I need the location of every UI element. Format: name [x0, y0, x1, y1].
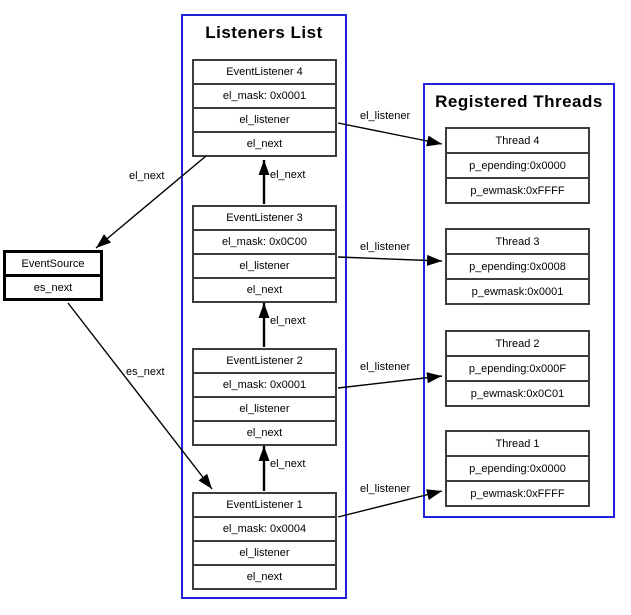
eventlistener-2-next-field: el_next	[194, 420, 335, 444]
listeners-list-title: Listeners List	[205, 23, 323, 42]
eventlistener-4-mask-field: el_mask: 0x0001	[194, 83, 335, 107]
event-source-title: EventSource	[21, 257, 85, 270]
thread-1-title: Thread 1	[495, 437, 540, 450]
thread-1-ewmask-field: p_ewmask:0xFFFF	[447, 480, 588, 505]
edge-label-el4-next: el_next	[129, 170, 165, 182]
thread-3-title: Thread 3	[495, 235, 540, 248]
eventlistener-1-mask-field: el_mask: 0x0004	[194, 516, 335, 540]
eventlistener-4-listener-field: el_listener	[194, 107, 335, 131]
edge-label-el3-next: el_next	[270, 169, 306, 181]
eventlistener-1-listener-field: el_listener	[194, 540, 335, 564]
registered-threads-title: Registered Threads	[435, 92, 603, 111]
thread-3-epending-field: p_epending:0x0008	[447, 253, 588, 278]
edge-label-el2-next: el_next	[270, 315, 306, 327]
thread-4-epending-field: p_epending:0x0000	[447, 152, 588, 177]
thread-4-title: Thread 4	[495, 134, 540, 147]
thread-4-box: Thread 4 p_epending:0x0000 p_ewmask:0xFF…	[445, 127, 590, 204]
eventlistener-3-title: EventListener 3	[226, 212, 303, 224]
edge-label-el3-listener: el_listener	[360, 241, 411, 253]
event-source-box: EventSource es_next	[3, 250, 103, 301]
registered-threads-container: Registered Threads	[423, 83, 615, 518]
eventlistener-1-box: EventListener 1 el_mask: 0x0004 el_liste…	[192, 492, 337, 590]
thread-3-ewmask-field: p_ewmask:0x0001	[447, 278, 588, 303]
thread-1-epending-field: p_epending:0x0000	[447, 455, 588, 480]
thread-2-title: Thread 2	[495, 337, 540, 350]
eventlistener-3-box: EventListener 3 el_mask: 0x0C00 el_liste…	[192, 205, 337, 303]
thread-4-ewmask-field: p_ewmask:0xFFFF	[447, 177, 588, 202]
eventlistener-3-listener-field: el_listener	[194, 253, 335, 277]
eventlistener-2-box: EventListener 2 el_mask: 0x0001 el_liste…	[192, 348, 337, 446]
thread-2-ewmask-field: p_ewmask:0x0C01	[447, 380, 588, 405]
eventlistener-4-next-field: el_next	[194, 131, 335, 155]
eventlistener-2-mask-field: el_mask: 0x0001	[194, 372, 335, 396]
thread-2-epending-field: p_epending:0x000F	[447, 355, 588, 380]
eventlistener-2-title: EventListener 2	[226, 355, 303, 367]
eventlistener-3-mask-field: el_mask: 0x0C00	[194, 229, 335, 253]
thread-1-box: Thread 1 p_epending:0x0000 p_ewmask:0xFF…	[445, 430, 590, 507]
edge-label-el1-next: el_next	[270, 458, 306, 470]
edge-label-es-next: es_next	[126, 366, 165, 378]
thread-3-box: Thread 3 p_epending:0x0008 p_ewmask:0x00…	[445, 228, 590, 305]
eventlistener-2-listener-field: el_listener	[194, 396, 335, 420]
eventlistener-4-title: EventListener 4	[226, 66, 303, 78]
eventlistener-3-next-field: el_next	[194, 277, 335, 301]
edge-label-el4-listener: el_listener	[360, 110, 411, 122]
thread-2-box: Thread 2 p_epending:0x000F p_ewmask:0x0C…	[445, 330, 590, 407]
eventlistener-1-title: EventListener 1	[226, 499, 303, 511]
eventlistener-1-next-field: el_next	[194, 564, 335, 588]
edge-label-el2-listener: el_listener	[360, 361, 411, 373]
event-source-next-field: es_next	[6, 274, 100, 298]
eventlistener-4-box: EventListener 4 el_mask: 0x0001 el_liste…	[192, 59, 337, 157]
edge-label-el1-listener: el_listener	[360, 483, 411, 495]
